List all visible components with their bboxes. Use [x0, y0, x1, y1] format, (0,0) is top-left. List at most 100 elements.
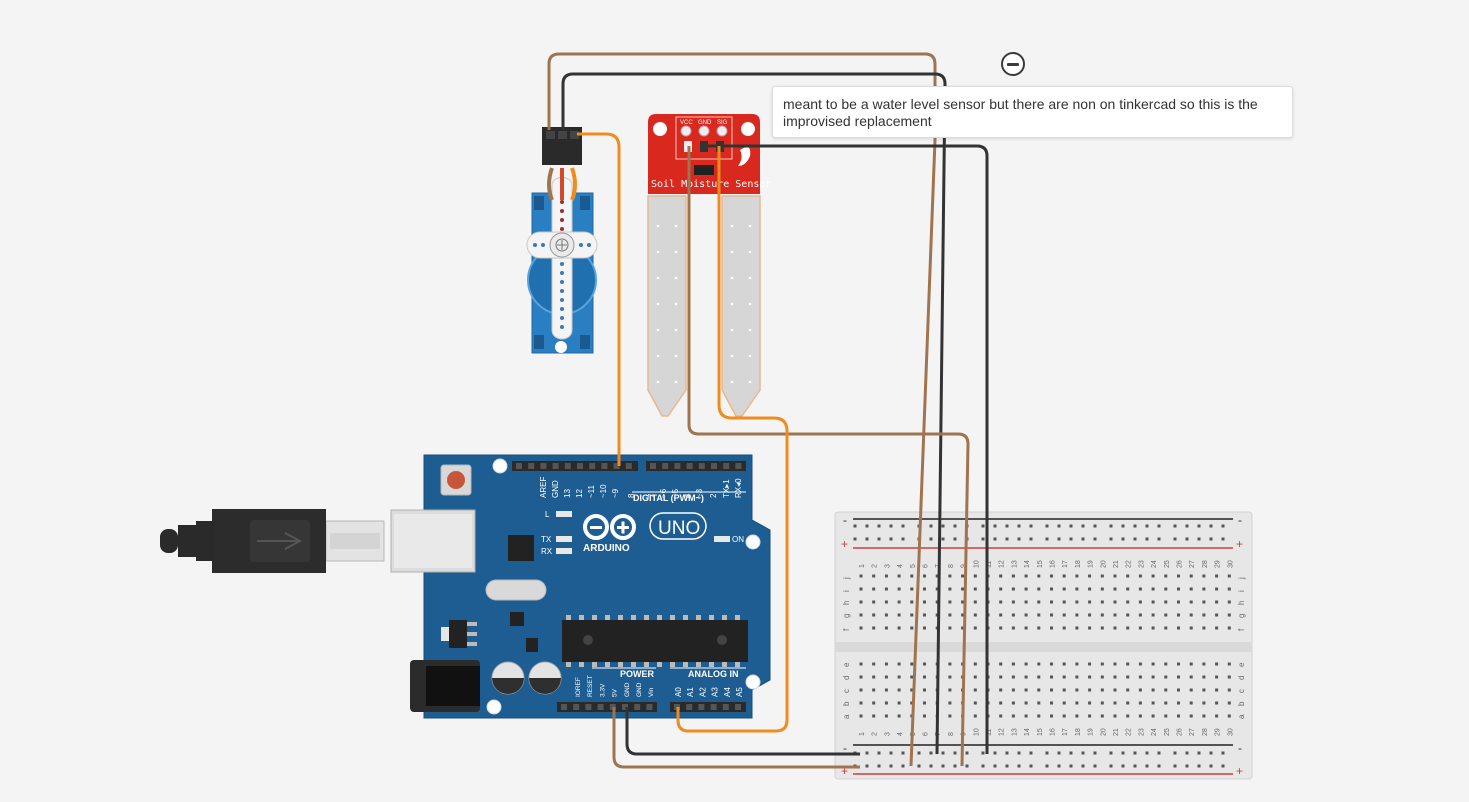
header-pin[interactable] — [528, 463, 535, 469]
rail-hole[interactable] — [901, 524, 905, 528]
breadboard-hole[interactable] — [948, 587, 952, 591]
breadboard-hole[interactable] — [1100, 714, 1104, 718]
breadboard-hole[interactable] — [884, 662, 888, 666]
breadboard-hole[interactable] — [859, 626, 863, 630]
breadboard-hole[interactable] — [1113, 675, 1117, 679]
breadboard-hole[interactable] — [1227, 714, 1231, 718]
breadboard-hole[interactable] — [884, 600, 888, 604]
breadboard-hole[interactable] — [1164, 662, 1168, 666]
rail-hole[interactable] — [1069, 764, 1073, 768]
header-pin[interactable] — [540, 463, 547, 469]
breadboard-hole[interactable] — [1126, 587, 1130, 591]
rail-hole[interactable] — [1005, 524, 1009, 528]
breadboard-hole[interactable] — [1024, 613, 1028, 617]
rail-hole[interactable] — [965, 751, 969, 755]
rail-hole[interactable] — [941, 751, 945, 755]
breadboard-hole[interactable] — [859, 574, 863, 578]
breadboard-hole[interactable] — [1011, 675, 1015, 679]
rail-hole[interactable] — [889, 764, 893, 768]
rail-hole[interactable] — [929, 537, 933, 541]
breadboard-hole[interactable] — [859, 662, 863, 666]
breadboard-hole[interactable] — [884, 574, 888, 578]
breadboard-hole[interactable] — [1177, 675, 1180, 679]
breadboard-hole[interactable] — [1075, 675, 1079, 679]
rail-hole[interactable] — [1081, 537, 1085, 541]
breadboard-hole[interactable] — [999, 688, 1003, 692]
rail-hole[interactable] — [1109, 524, 1113, 528]
soil-moisture-sensor[interactable]: VCC GND SIG Soil Moisture Sensor — [647, 114, 771, 417]
rail-hole[interactable] — [901, 764, 905, 768]
breadboard-hole[interactable] — [1024, 714, 1028, 718]
header-pin[interactable] — [650, 463, 656, 469]
rail-hole[interactable] — [1109, 537, 1113, 541]
breadboard-hole[interactable] — [1227, 600, 1231, 604]
rail-hole[interactable] — [1057, 751, 1061, 755]
breadboard-hole[interactable] — [1062, 688, 1066, 692]
breadboard-hole[interactable] — [999, 714, 1003, 718]
rail-hole[interactable] — [1057, 764, 1061, 768]
breadboard-hole[interactable] — [1138, 688, 1142, 692]
breadboard-hole[interactable] — [1075, 600, 1079, 604]
breadboard-hole[interactable] — [1024, 626, 1028, 630]
breadboard-hole[interactable] — [1088, 714, 1092, 718]
breadboard-hole[interactable] — [1075, 613, 1079, 617]
breadboard-hole[interactable] — [948, 714, 952, 718]
breadboard-hole[interactable] — [1227, 688, 1231, 692]
rail-hole[interactable] — [1133, 764, 1137, 768]
breadboard-hole[interactable] — [1189, 662, 1193, 666]
breadboard-hole[interactable] — [1202, 675, 1206, 679]
breadboard-hole[interactable] — [1075, 714, 1079, 718]
header-pin[interactable] — [698, 463, 705, 469]
breadboard-hole[interactable] — [1113, 688, 1117, 692]
breadboard-hole[interactable] — [1151, 600, 1155, 604]
note-collapse-icon[interactable] — [1001, 52, 1025, 76]
breadboard-hole[interactable] — [910, 701, 914, 705]
breadboard-hole[interactable] — [859, 701, 863, 705]
breadboard-hole[interactable] — [1024, 662, 1028, 666]
rail-hole[interactable] — [1197, 524, 1201, 528]
breadboard-hole[interactable] — [872, 662, 876, 666]
breadboard-hole[interactable] — [1100, 626, 1104, 630]
rail-hole[interactable] — [1197, 537, 1201, 541]
breadboard-hole[interactable] — [1024, 600, 1028, 604]
rail-hole[interactable] — [1173, 751, 1177, 755]
breadboard-hole[interactable] — [948, 662, 952, 666]
rail-hole[interactable] — [917, 764, 921, 768]
breadboard-hole[interactable] — [1202, 701, 1206, 705]
rail-hole[interactable] — [1145, 537, 1149, 541]
breadboard-hole[interactable] — [1037, 701, 1041, 705]
breadboard-hole[interactable] — [1177, 626, 1180, 630]
header-pin[interactable] — [686, 704, 693, 710]
rail-hole[interactable] — [1197, 764, 1201, 768]
rail-hole[interactable] — [1017, 764, 1021, 768]
breadboard-hole[interactable] — [1215, 613, 1219, 617]
breadboard-hole[interactable] — [1062, 600, 1066, 604]
breadboard-hole[interactable] — [1088, 662, 1092, 666]
breadboard-hole[interactable] — [897, 626, 901, 630]
breadboard-hole[interactable] — [1126, 688, 1130, 692]
breadboard-hole[interactable] — [1011, 662, 1015, 666]
breadboard-hole[interactable] — [1215, 574, 1219, 578]
breadboard-hole[interactable] — [1113, 701, 1117, 705]
digital-header-1[interactable] — [512, 461, 638, 471]
rail-hole[interactable] — [889, 751, 893, 755]
breadboard-hole[interactable] — [1126, 613, 1130, 617]
breadboard-hole[interactable] — [1050, 701, 1053, 705]
breadboard-hole[interactable] — [999, 587, 1003, 591]
breadboard-hole[interactable] — [872, 574, 876, 578]
breadboard-hole[interactable] — [923, 587, 926, 591]
breadboard-hole[interactable] — [923, 626, 926, 630]
breadboard-hole[interactable] — [1100, 688, 1104, 692]
breadboard-hole[interactable] — [999, 626, 1003, 630]
breadboard-hole[interactable] — [859, 714, 863, 718]
breadboard-hole[interactable] — [1189, 600, 1193, 604]
breadboard-hole[interactable] — [1050, 626, 1053, 630]
rail-hole[interactable] — [889, 537, 893, 541]
breadboard-hole[interactable] — [1215, 701, 1219, 705]
header-pin[interactable] — [601, 463, 608, 469]
breadboard-hole[interactable] — [1037, 662, 1041, 666]
breadboard-hole[interactable] — [973, 688, 977, 692]
rail-hole[interactable] — [865, 764, 869, 768]
rail-hole[interactable] — [1093, 524, 1097, 528]
breadboard-hole[interactable] — [1164, 626, 1168, 630]
